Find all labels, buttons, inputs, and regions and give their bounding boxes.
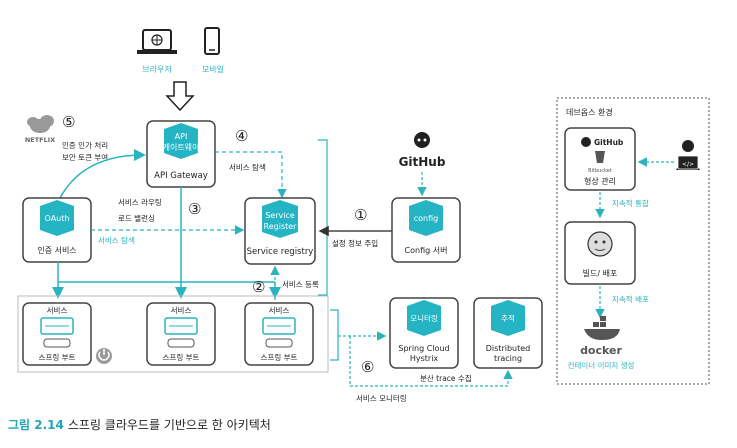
step5-line2: 보안 토큰 부여 (62, 152, 108, 162)
api-gateway-hex-line1: API (175, 132, 188, 141)
vcs-github-text: GitHub (594, 138, 624, 147)
registry-hex-line1: Service (265, 211, 295, 220)
api-gateway-hex (164, 123, 198, 159)
docker-whale-icon (584, 316, 620, 340)
netflix-cloud-icon (27, 115, 54, 133)
auth-flow-arrow (59, 149, 146, 199)
trace-collect-arrow (349, 336, 513, 387)
step3-number: ③ (188, 200, 201, 218)
config-hex-text: config (414, 214, 438, 223)
container-label: 컨테이너 이미지 생성 (568, 360, 635, 370)
oauth-hex (40, 200, 74, 236)
bitbucket-icon (595, 151, 605, 163)
step5-line1: 인증 인가 처리 (62, 140, 108, 150)
upper-bracket (318, 139, 328, 296)
vcs-label: 형상 관리 (584, 176, 616, 186)
step1-text: 설정 정보 주입 (332, 238, 378, 248)
registry-hex-line2: Register (264, 222, 298, 231)
step3-line1: 서비스 라우팅 (118, 197, 162, 207)
step2-number: ② (252, 278, 265, 296)
github-small-icon (581, 137, 591, 147)
services-panel (17, 295, 329, 373)
ci-label: 지속적 통합 (612, 198, 649, 208)
discovery-label: 서비스 탐색 (98, 235, 135, 245)
mobile-label: 모바일 (202, 64, 224, 74)
service-box-3 (244, 302, 314, 366)
monitoring-label-2: Hystrix (410, 354, 439, 363)
api-gateway-hex-line2: 게이트웨이 (163, 142, 200, 152)
tracing-label-1: Distributed (486, 344, 530, 353)
service-2-label: 스프링 부트 (163, 352, 200, 362)
tracing-hex-text: 추적 (501, 313, 515, 323)
oauth-hex-text: OAuth (45, 214, 70, 223)
step1-number: ① (354, 206, 367, 224)
service-3-title: 서비스 (269, 306, 290, 315)
figure-number: 그림 2.14 (8, 418, 64, 432)
figure-caption-text: 스프링 클라우드를 기반으로 한 아키텍처 (67, 418, 271, 432)
developer-icon: </> (676, 140, 700, 170)
step6-number: ⑥ (361, 358, 374, 376)
build-label: 빌드/ 배포 (583, 268, 618, 278)
tracing-label-2: tracing (494, 354, 522, 363)
laptop-icon (137, 29, 177, 54)
netflix-logo-text: NETFLIX (25, 136, 55, 144)
devops-title: 데브옵스 환경 (566, 107, 613, 117)
client-request-arrow (165, 81, 195, 112)
jenkins-icon (587, 231, 613, 257)
step2-text: 서비스 등록 (282, 280, 319, 289)
spring-power-icon (96, 348, 112, 364)
monitoring-hex (407, 300, 441, 336)
github-text: GitHub (399, 155, 446, 169)
config-label: Config 서버 (405, 245, 448, 255)
devops-panel (556, 97, 710, 385)
service-1-title: 서비스 (47, 306, 68, 315)
services-bracket (330, 309, 339, 361)
cd-label: 지속적 배포 (612, 294, 649, 304)
step3-line2: 로드 밸런싱 (118, 213, 155, 223)
step6-trace-text: 분산 trace 수집 (420, 373, 472, 383)
config-hex (409, 200, 443, 236)
svg-text:</>: </> (682, 161, 694, 168)
step4-number: ④ (235, 127, 248, 145)
github-octocat-icon (414, 132, 430, 148)
discovery-arrow-gateway (215, 151, 287, 199)
oauth-label: 인증 서비스 (37, 245, 76, 255)
service-box-2 (146, 302, 216, 366)
registry-label: Service registry (247, 247, 314, 257)
service-3-label: 스프링 부트 (261, 352, 298, 362)
docker-text: docker (580, 344, 622, 357)
service-box-1 (22, 302, 92, 366)
browser-label: 브라우저 (142, 65, 171, 74)
monitoring-hex-text: 모니터링 (410, 313, 438, 323)
service-2-title: 서비스 (171, 306, 192, 315)
step4-text: 서비스 탐색 (229, 162, 266, 172)
service-1-label: 스프링 부트 (39, 352, 76, 362)
tracing-hex (491, 300, 525, 336)
mobile-phone-icon (204, 27, 220, 55)
step6-monitor-text: 서비스 모니터링 (356, 393, 407, 403)
vcs-bitbucket-text: Bitbucket (588, 168, 612, 174)
service-registry-hex (262, 200, 298, 238)
api-gateway-label: API Gateway (154, 171, 208, 181)
step5-number: ⑤ (62, 113, 75, 131)
monitoring-label-1: Spring Cloud (398, 344, 449, 353)
